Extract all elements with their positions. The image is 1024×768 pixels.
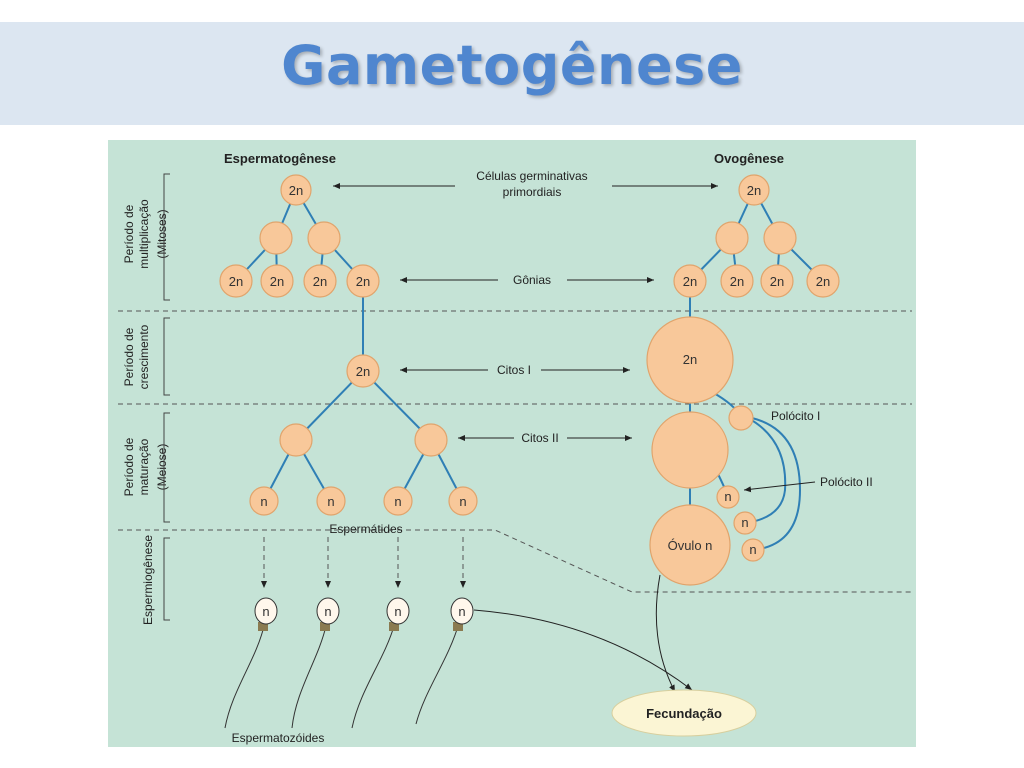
polocito-2c <box>741 538 765 562</box>
svg-text:multiplicação: multiplicação <box>137 199 151 269</box>
svg-text:Células germinativas: Células germinativas <box>476 169 587 183</box>
spermatozoon-2: n <box>291 597 340 729</box>
svg-text:Período de: Período de <box>122 327 136 386</box>
spermatozoa: n n n n <box>224 597 474 729</box>
svg-text:2n: 2n <box>770 274 784 289</box>
svg-text:2n: 2n <box>816 274 830 289</box>
svg-text:maturação: maturação <box>137 438 151 495</box>
label-polocito2: Polócito II <box>743 475 873 493</box>
svg-text:crescimento: crescimento <box>137 324 151 389</box>
svg-text:n: n <box>327 494 334 509</box>
label-espermatides: Espermátides <box>329 522 402 536</box>
fecundacao-node: Fecundação <box>611 689 757 737</box>
svg-text:n: n <box>260 494 267 509</box>
label-espermatozoides: Espermatozóides <box>232 731 325 745</box>
header-espermatogenese: Espermatogênese <box>224 151 336 166</box>
sperm-cells: 2n 2n 2n 2n 2n 2n n n n n <box>219 174 478 516</box>
ovulo <box>649 504 731 586</box>
svg-text:(Mitoses): (Mitoses) <box>155 209 169 258</box>
svg-text:Período de: Período de <box>122 204 136 263</box>
ovulo-to-fecundacao-arrow <box>655 574 676 693</box>
spermatozoon-1: n <box>224 597 278 729</box>
svg-text:n: n <box>394 604 401 619</box>
period-maturacao: Período de maturação (Meiose) <box>122 412 170 523</box>
svg-text:2n: 2n <box>730 274 744 289</box>
svg-text:Polócito II: Polócito II <box>820 475 873 489</box>
polocito-2b <box>733 511 757 535</box>
label-citos2: Citos II <box>458 431 632 445</box>
svg-text:(Meiose): (Meiose) <box>155 444 169 491</box>
separator-3 <box>118 529 912 593</box>
svg-text:2n: 2n <box>683 352 697 367</box>
spermatozoon-4: n <box>415 597 474 725</box>
label-primordiais: Células germinativas primordiais <box>333 169 718 199</box>
svg-text:2n: 2n <box>289 183 303 198</box>
svg-text:Período de: Período de <box>122 437 136 496</box>
svg-text:2n: 2n <box>747 183 761 198</box>
svg-text:n: n <box>262 604 269 619</box>
svg-text:n: n <box>459 494 466 509</box>
ovo-cells: 2n 2n 2n 2n 2n 2n Óvulo n n n n <box>646 174 840 586</box>
svg-text:2n: 2n <box>683 274 697 289</box>
polocito-1 <box>728 405 754 431</box>
svg-text:Óvulo n: Óvulo n <box>668 538 713 553</box>
svg-text:2n: 2n <box>356 364 370 379</box>
svg-text:n: n <box>741 515 748 530</box>
svg-text:Fecundação: Fecundação <box>646 706 722 721</box>
period-crescimento: Período de crescimento <box>122 317 170 396</box>
header-ovogenese: Ovogênese <box>714 151 784 166</box>
period-multiplicacao: Período de multiplicação (Mitoses) <box>122 173 170 301</box>
label-citos1: Citos I <box>400 363 630 377</box>
oocyte-primary <box>646 316 734 404</box>
svg-text:2n: 2n <box>270 274 284 289</box>
oocyte-secondary <box>651 411 729 489</box>
label-polocito1: Polócito I <box>771 409 820 423</box>
svg-text:n: n <box>724 489 731 504</box>
svg-text:2n: 2n <box>313 274 327 289</box>
period-espermiogenese: Espermiogênese <box>141 535 170 625</box>
title-banner <box>0 22 1024 125</box>
svg-text:2n: 2n <box>356 274 370 289</box>
sperm-to-fecundacao-arrow <box>473 609 693 691</box>
label-gonias: Gônias <box>400 273 654 287</box>
svg-text:Gônias: Gônias <box>513 273 551 287</box>
spermatozoon-3: n <box>351 597 410 729</box>
svg-text:Espermiogênese: Espermiogênese <box>141 535 155 625</box>
svg-text:2n: 2n <box>229 274 243 289</box>
polocito-2a <box>716 485 740 509</box>
svg-text:n: n <box>324 604 331 619</box>
svg-text:n: n <box>458 604 465 619</box>
svg-text:Citos II: Citos II <box>521 431 558 445</box>
svg-text:Citos I: Citos I <box>497 363 531 377</box>
svg-text:n: n <box>749 542 756 557</box>
svg-text:primordiais: primordiais <box>503 185 562 199</box>
svg-text:n: n <box>394 494 401 509</box>
page-title: Gametogênese <box>281 34 743 97</box>
